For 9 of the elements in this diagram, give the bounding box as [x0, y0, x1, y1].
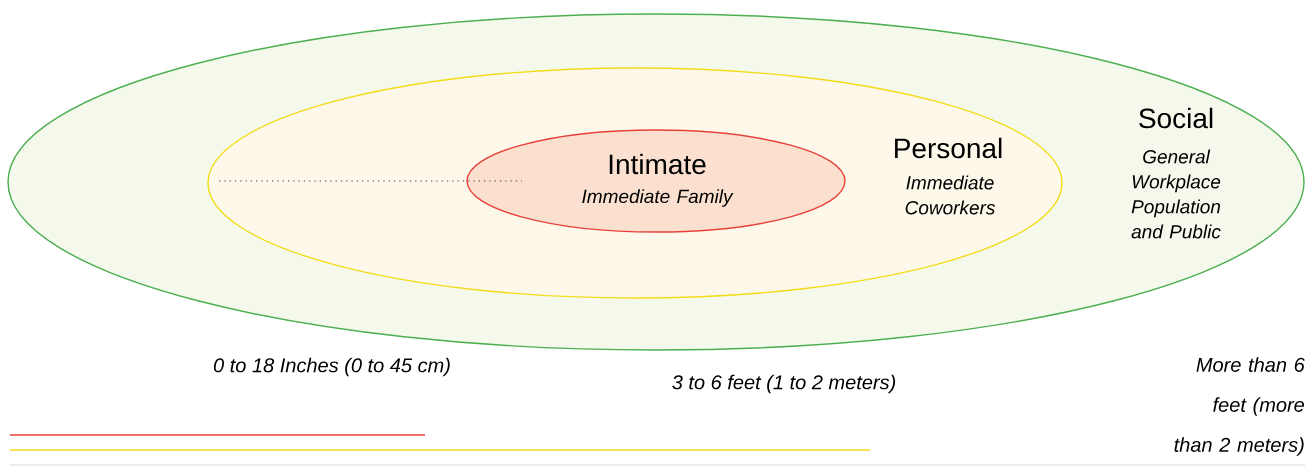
zone-description: Immediate Family — [582, 189, 734, 207]
zone-description: General Workplace Population and Public — [1131, 149, 1221, 239]
range-label: More than 6 feet (more than 2 meters) — [1174, 357, 1305, 456]
zone-title: Personal — [895, 137, 1002, 159]
range-label: 3 to 6 feet (1 to 2 meters) — [672, 374, 896, 394]
zone-description: Immediate Coworkers — [905, 175, 995, 215]
zone-title: Social — [1139, 107, 1213, 129]
zone-title: Intimate — [609, 153, 706, 175]
range-label: 0 to 18 Inches (0 to 45 cm) — [213, 357, 450, 377]
